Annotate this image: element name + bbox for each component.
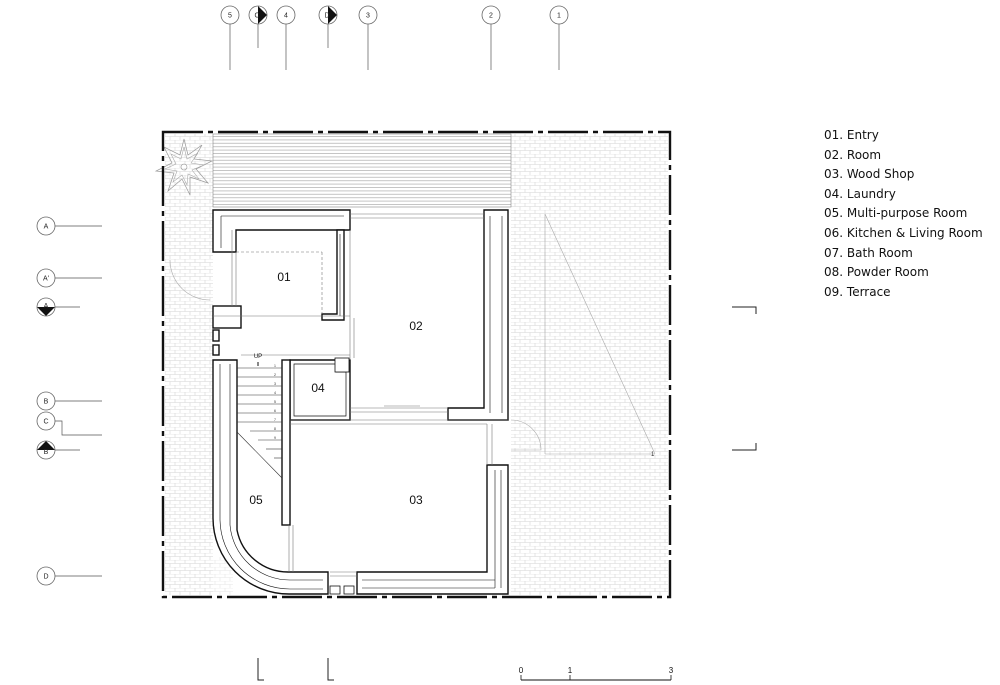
legend-item: 07. Bath Room	[824, 245, 913, 260]
tree-icon	[154, 138, 214, 196]
scale-bar: 0 1 3	[519, 666, 674, 681]
grid-label-left: D	[43, 574, 48, 581]
grid-label-top: D	[324, 13, 329, 20]
svg-text:5: 5	[274, 400, 276, 404]
room-label: 05	[249, 493, 263, 507]
grid-label-left: C	[43, 419, 48, 426]
svg-text:6: 6	[274, 409, 276, 413]
grid-label-left: B	[44, 399, 49, 406]
side-marker-label: 1	[651, 452, 655, 458]
room-legend: 01. Entry 02. Room 03. Wood Shop 04. Lau…	[824, 126, 983, 302]
grid-label-left: A'	[43, 276, 49, 283]
legend-item: 06. Kitchen & Living Room	[824, 225, 983, 240]
grid-label-top: 2	[489, 13, 493, 20]
grid-label-top: 3	[366, 13, 370, 20]
scale-label: 1	[568, 666, 573, 675]
paving-hatch	[165, 134, 668, 595]
legend-item: 02. Room	[824, 147, 882, 162]
svg-text:2: 2	[274, 373, 276, 377]
room-label: 04	[311, 381, 325, 395]
stair	[236, 362, 283, 479]
scale-label: 3	[669, 666, 674, 675]
site-boundary	[161, 130, 672, 599]
terrace-deck	[212, 133, 512, 208]
legend-item: 09. Terrace	[824, 284, 891, 299]
svg-text:3: 3	[274, 382, 276, 386]
scale-label: 0	[519, 666, 524, 675]
section-marker-icon	[37, 307, 55, 450]
legend-item: 05. Multi-purpose Room	[824, 206, 968, 221]
svg-text:7: 7	[274, 418, 276, 422]
section-cut-bottom	[257, 658, 334, 681]
legend-item: 03. Wood Shop	[824, 167, 915, 182]
stair-numbers: 1 2 3 4 5 6 7 8 9	[274, 364, 276, 440]
grid-label-left: A	[44, 224, 49, 231]
section-marker-icon	[258, 6, 337, 24]
room-label: 01	[277, 270, 291, 284]
grid-label-top: 1	[557, 13, 561, 20]
svg-text:8: 8	[274, 427, 276, 431]
svg-text:9: 9	[274, 436, 276, 440]
grid-label-top: 5	[228, 13, 232, 20]
stair-up-label: UP	[254, 354, 262, 360]
site-lines	[169, 213, 656, 455]
grid-label-top: C	[254, 13, 259, 20]
grid-lines-left	[55, 225, 102, 577]
grid-label-left: A	[44, 303, 49, 310]
room-label: 02	[409, 319, 423, 333]
section-cut-right	[732, 306, 757, 451]
walls	[212, 209, 509, 595]
grid-bubble-icon	[220, 5, 569, 25]
legend-item: 04. Laundry	[824, 186, 896, 201]
svg-text:1: 1	[274, 364, 276, 368]
legend-item: 01. Entry	[824, 128, 879, 142]
interior-lines	[213, 213, 508, 577]
grid-label-top: 4	[284, 13, 288, 20]
room-label: 03	[409, 493, 423, 507]
svg-text:4: 4	[274, 391, 276, 395]
grid-label-left: B	[44, 449, 49, 456]
grid-lines-top	[229, 24, 560, 70]
legend-item: 08. Powder Room	[824, 265, 929, 280]
